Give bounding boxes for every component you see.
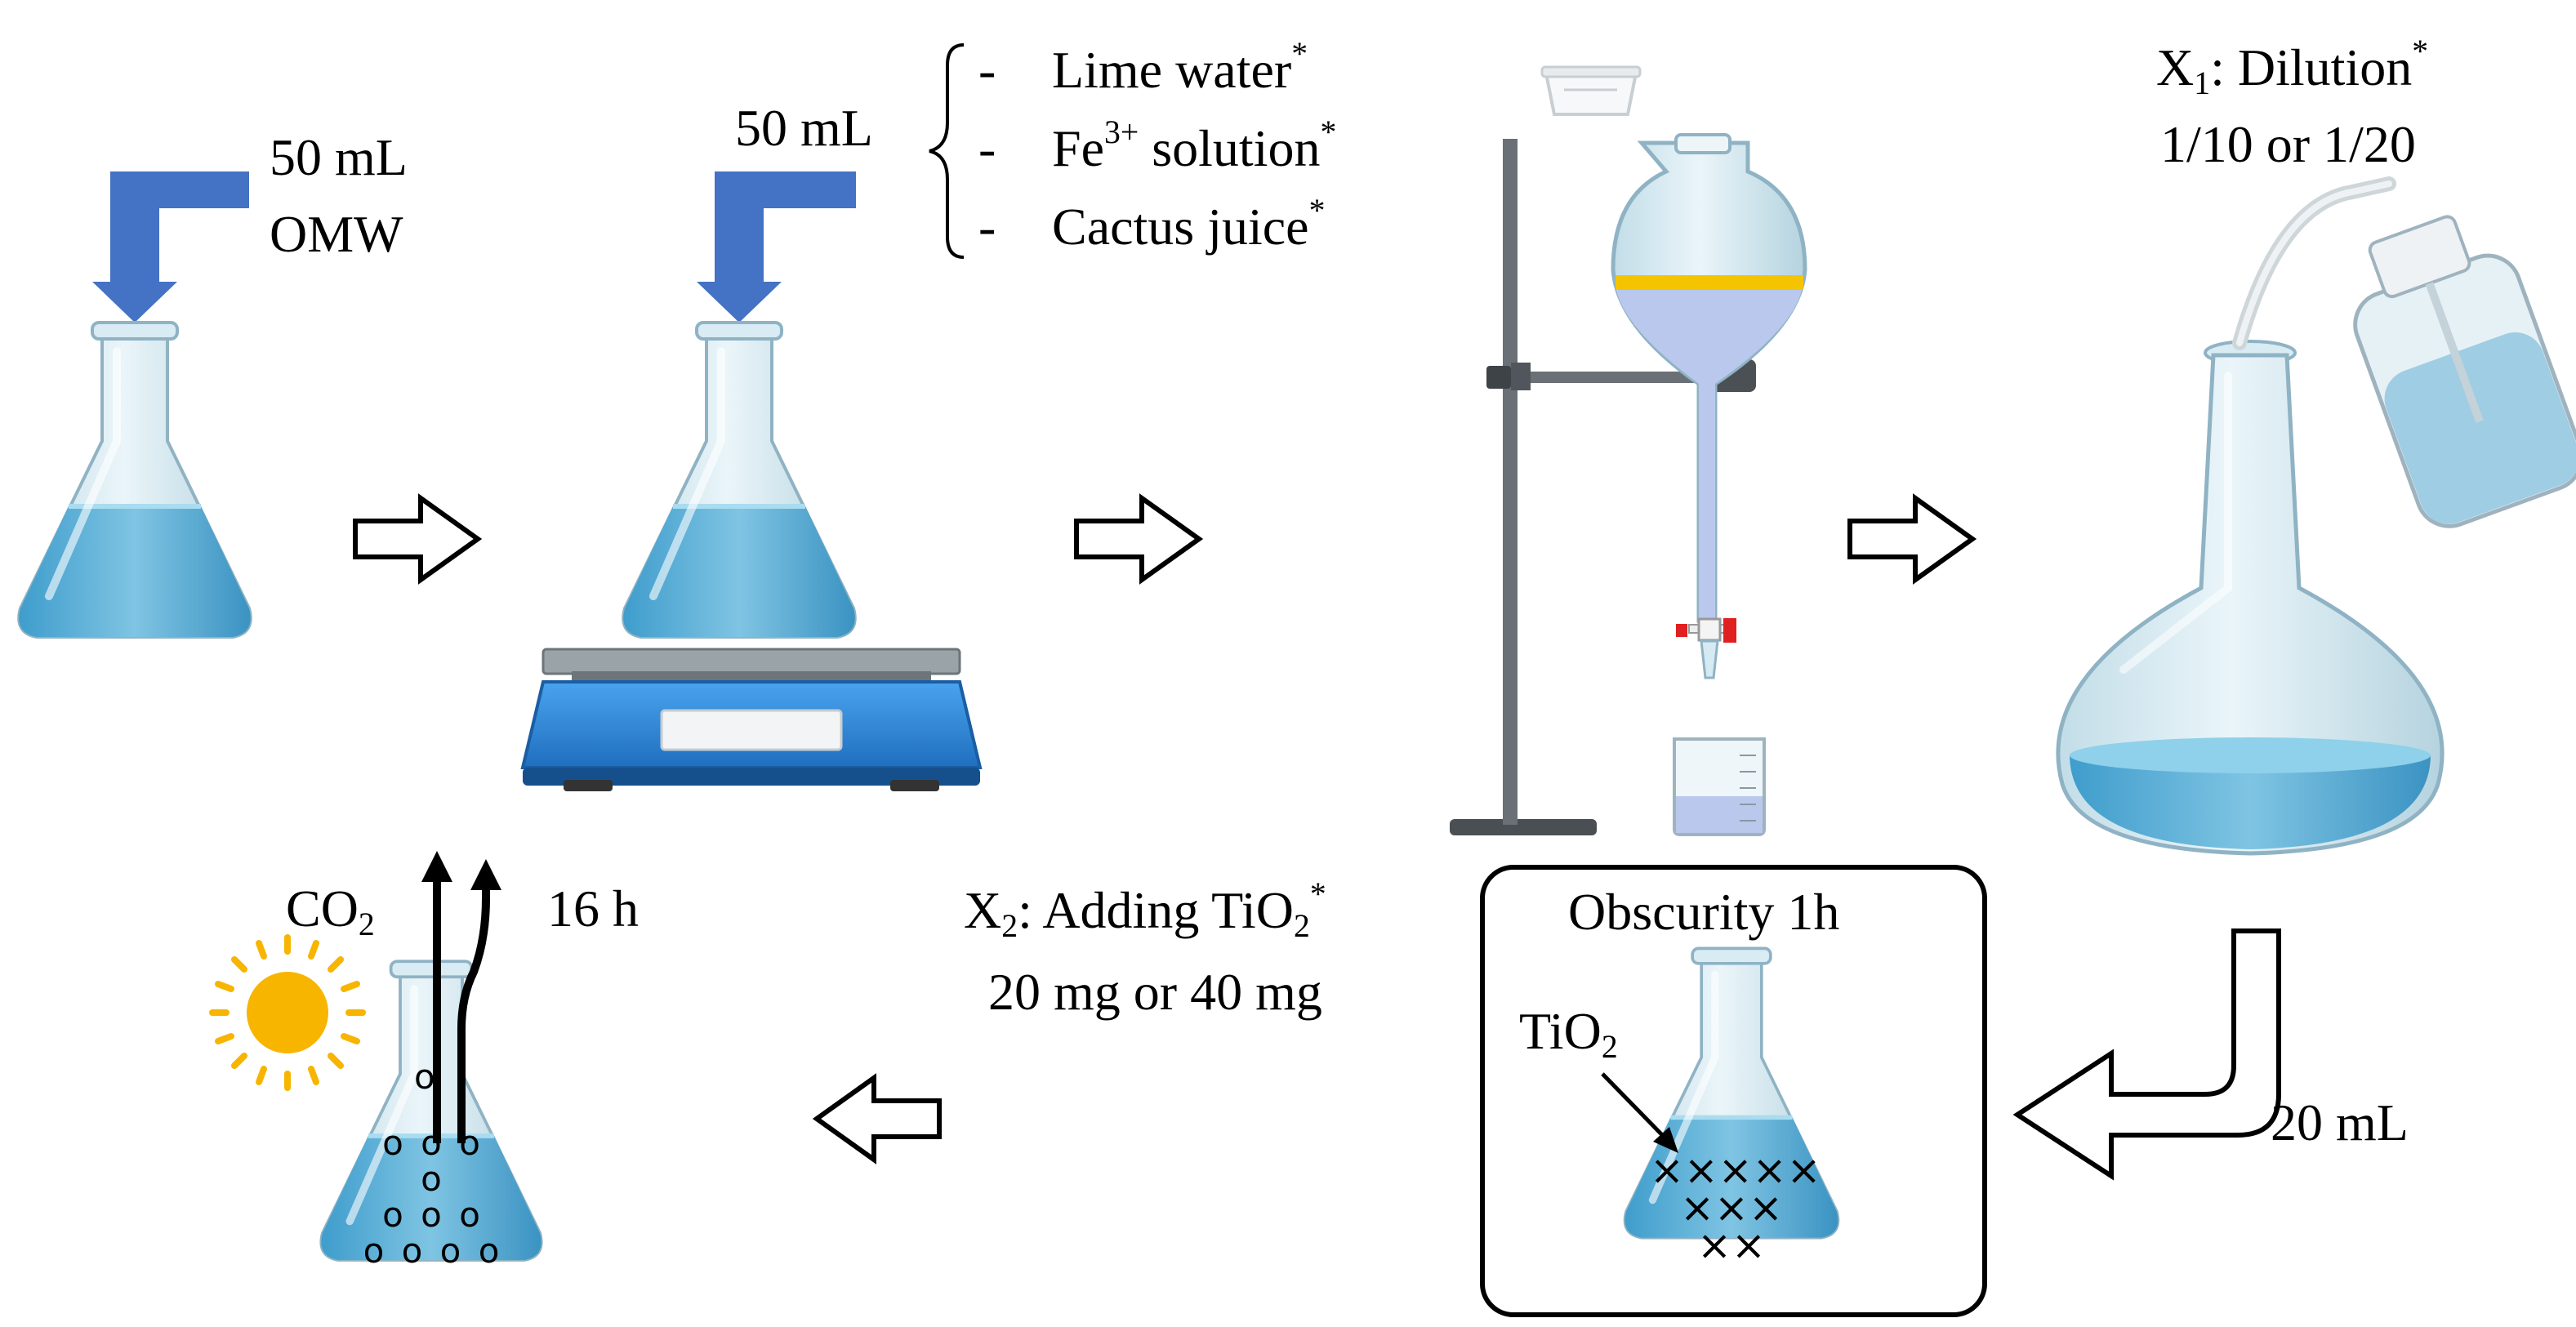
- down-arrow-icon: [697, 171, 856, 323]
- outline-arrow-icon: [817, 1078, 939, 1160]
- step1-volume: 50 mL: [270, 128, 408, 186]
- outline-arrow-icon: [1076, 498, 1199, 580]
- catalyst-particles: ××××× ××× ××: [1650, 1147, 1821, 1269]
- step6-amount: 20 mg or 40 mg: [988, 963, 1322, 1021]
- co2-label: CO2: [286, 879, 375, 943]
- pointer-arrow-head: [1653, 1127, 1678, 1153]
- obscurity-title: Obscurity 1h: [1568, 883, 1840, 941]
- co2-arrow-icon: [421, 851, 501, 1143]
- bent-arrow-icon: [2012, 928, 2281, 1181]
- step6-adding: X2: Adding TiO2*: [964, 876, 1326, 945]
- reagent-item: -Fe3+ solution*: [978, 109, 1336, 188]
- step4-dilution: X1: Dilution*: [2156, 33, 2429, 102]
- reagent-list: -Lime water* -Fe3+ solution* -Cactus jui…: [978, 31, 1336, 266]
- pointer-arrow: [1601, 1072, 1672, 1145]
- list-marker: -: [978, 119, 996, 177]
- beaker-icon: [1673, 737, 1766, 836]
- list-marker: -: [978, 41, 996, 99]
- outline-arrow-icon: [1850, 498, 1972, 580]
- catalyst-label: TiO2: [1519, 1002, 1618, 1066]
- funnel-stand-icon: [1450, 65, 1807, 835]
- volumetric-flask-icon: [2056, 340, 2445, 856]
- reagent-item: -Lime water*: [978, 31, 1336, 109]
- flask-icon: [623, 323, 855, 637]
- bubble-single: o: [414, 1057, 435, 1097]
- step2-volume: 50 mL: [735, 99, 873, 157]
- step1-sample: OMW: [270, 205, 403, 263]
- sun-icon: [209, 934, 366, 1091]
- outline-arrow-icon: [355, 498, 478, 580]
- reagent-brace: [929, 43, 965, 259]
- flask-icon: [19, 323, 251, 637]
- step5-volume: 20 mL: [2271, 1093, 2409, 1151]
- balance-icon: [520, 648, 983, 791]
- list-marker: -: [978, 198, 996, 256]
- bubbles: o o o o o o o o o o o: [363, 1123, 503, 1271]
- time-label: 16 h: [547, 879, 639, 937]
- wash-bottle-icon: [2232, 176, 2576, 528]
- reagent-item: -Cactus juice*: [978, 188, 1336, 266]
- step4-ratio: 1/10 or 1/20: [2160, 115, 2416, 173]
- down-arrow-icon: [92, 171, 249, 323]
